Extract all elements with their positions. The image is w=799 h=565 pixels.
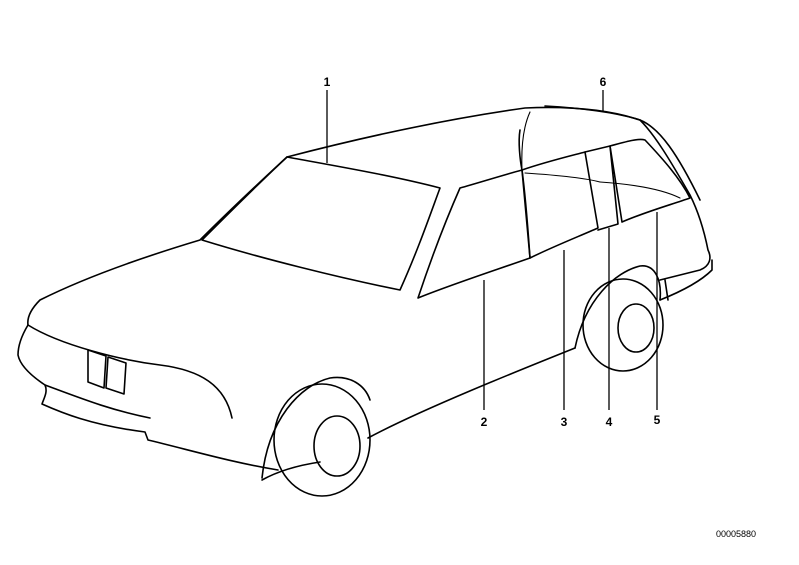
roof-rail	[544, 105, 641, 121]
side-windows	[417, 111, 691, 299]
front-wheel	[261, 376, 371, 497]
callout-1: 1	[324, 75, 331, 89]
callout-3: 3	[561, 415, 568, 429]
leader-lines	[326, 90, 658, 410]
windshield-glass	[201, 156, 441, 291]
kidney-grille	[87, 349, 127, 395]
reference-number: 00005880	[716, 529, 756, 539]
callout-labels: 1 2 3 4 5 6	[324, 75, 661, 429]
callout-4: 4	[606, 415, 613, 429]
callout-5: 5	[654, 413, 661, 427]
rear-wheel	[574, 265, 664, 372]
callout-6: 6	[600, 75, 607, 89]
callout-2: 2	[481, 415, 488, 429]
